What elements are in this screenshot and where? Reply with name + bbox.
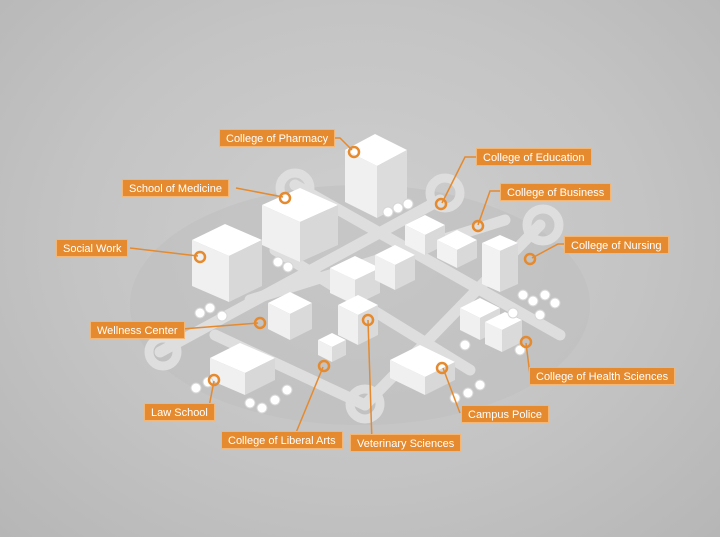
tower-pharmacy <box>345 134 407 218</box>
label-law-school[interactable]: Law School <box>144 403 215 421</box>
building-liberal-arts <box>318 333 346 362</box>
label-college-of-business[interactable]: College of Business <box>500 183 612 201</box>
building-cluster-center <box>330 245 415 305</box>
marker-veterinary <box>361 313 375 327</box>
marker-health-sciences <box>519 335 533 349</box>
callout-markers <box>193 145 537 387</box>
label-college-of-liberal-arts[interactable]: College of Liberal Arts <box>221 431 343 449</box>
label-social-work[interactable]: Social Work <box>56 239 129 257</box>
building-social-work <box>192 224 262 302</box>
building-medicine <box>262 188 338 262</box>
marker-business <box>471 219 485 233</box>
marker-nursing <box>523 252 537 266</box>
marker-education <box>434 197 448 211</box>
building-nursing <box>482 235 518 292</box>
label-college-of-pharmacy[interactable]: College of Pharmacy <box>219 129 336 147</box>
building-law <box>210 343 275 395</box>
marker-campus-police <box>435 361 449 375</box>
marker-pharmacy <box>347 145 361 159</box>
trees <box>190 198 561 414</box>
label-college-of-nursing[interactable]: College of Nursing <box>564 236 669 254</box>
label-school-of-medicine[interactable]: School of Medicine <box>122 179 229 197</box>
building-business <box>437 230 477 268</box>
label-college-of-education[interactable]: College of Education <box>476 148 592 166</box>
marker-law <box>207 373 221 387</box>
building-health-sciences <box>460 298 522 352</box>
marker-medicine <box>278 191 292 205</box>
label-campus-police[interactable]: Campus Police <box>461 405 549 423</box>
building-wellness <box>268 292 312 340</box>
label-college-of-health-sciences[interactable]: College of Health Sciences <box>529 367 676 385</box>
marker-liberal-arts <box>317 359 331 373</box>
marker-wellness <box>253 316 267 330</box>
marker-social-work <box>193 250 207 264</box>
label-wellness-center[interactable]: Wellness Center <box>90 321 185 339</box>
label-veterinary-sciences[interactable]: Veterinary Sciences <box>350 434 462 452</box>
